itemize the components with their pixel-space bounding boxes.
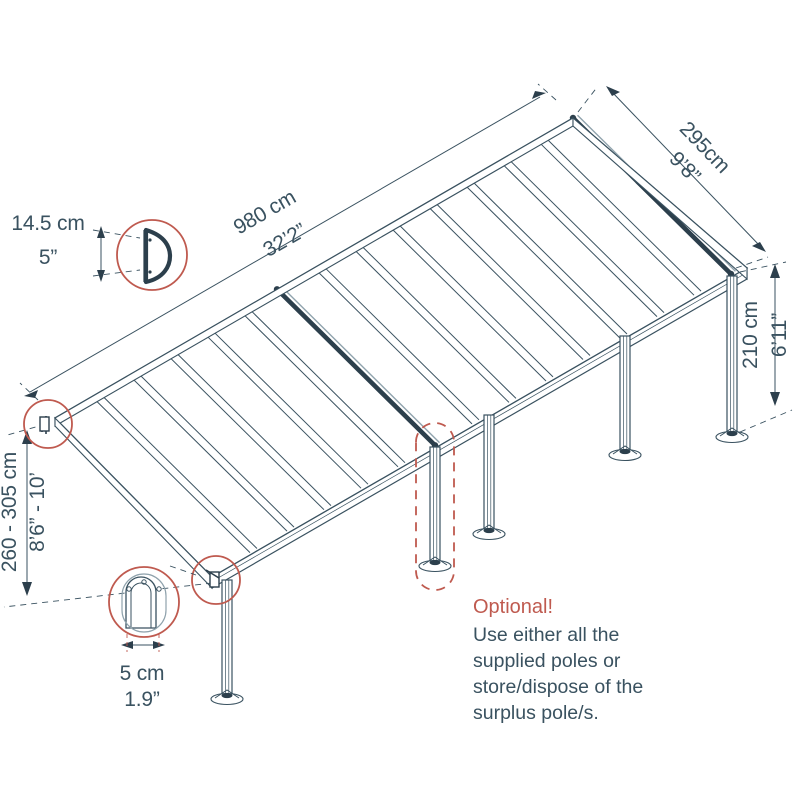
- wall-bracket-upper-circle: [23, 399, 73, 449]
- optional-callout: Optional! Use either all the supplied po…: [473, 596, 643, 724]
- profile-height-metric-label: 14.5 cm: [11, 212, 84, 235]
- post-4-base-plate: [608, 445, 642, 462]
- post-profile-detail: 5 cm 1.9”: [108, 565, 197, 711]
- roof-assembly: [53, 114, 749, 590]
- rafter-profile-detail: 14.5 cm 5”: [11, 212, 188, 291]
- optional-post-highlight: [415, 422, 455, 591]
- highlighted-rafter: [273, 286, 440, 449]
- right-end-beam: [572, 116, 748, 281]
- optional-callout-line-4: surplus pole/s.: [473, 702, 599, 724]
- rafter-profile-detail-circle: [116, 219, 188, 291]
- post-3-base-plate: [472, 524, 506, 541]
- length-imperial-label: 32’2”: [259, 219, 310, 262]
- post-5: [715, 275, 749, 444]
- profile-height-imperial-label: 5”: [39, 246, 57, 269]
- post-1: [210, 579, 244, 706]
- post-3: [472, 414, 506, 541]
- roof-rafters: [91, 134, 702, 553]
- wall-height-imperial-label: 8’6” - 10’: [26, 472, 49, 552]
- post-width-metric-label: 5 cm: [120, 662, 165, 685]
- post-5-base-plate: [715, 427, 749, 444]
- post-2-optional: [415, 422, 455, 591]
- front-height-metric-label: 210 cm: [739, 301, 762, 369]
- wall-height-metric-label: 260 - 305 cm: [0, 452, 21, 572]
- wall-bracket-detail-lower: [191, 555, 241, 605]
- wall-bracket-lower-circle: [191, 555, 241, 605]
- post-2-base-plate: [418, 556, 452, 573]
- wall-bracket-detail-upper: [23, 399, 73, 449]
- post-4: [608, 335, 642, 462]
- support-posts: [210, 275, 749, 706]
- optional-callout-line-3: store/dispose of the: [473, 676, 643, 698]
- left-end-beam: [54, 416, 213, 590]
- optional-callout-line-2: supplied poles or: [473, 650, 621, 672]
- dimension-wall-height: 260 - 305 cm 8’6” - 10’: [0, 423, 213, 608]
- post-width-imperial-label: 1.9”: [124, 688, 160, 711]
- post-1-base-plate: [210, 689, 244, 706]
- dimension-front-height: 210 cm 6’11”: [739, 261, 793, 433]
- optional-callout-title: Optional!: [473, 596, 553, 618]
- front-height-imperial-label: 6’11”: [768, 313, 791, 357]
- post-profile-detail-circle: [108, 566, 180, 638]
- optional-callout-line-1: Use either all the: [473, 624, 619, 646]
